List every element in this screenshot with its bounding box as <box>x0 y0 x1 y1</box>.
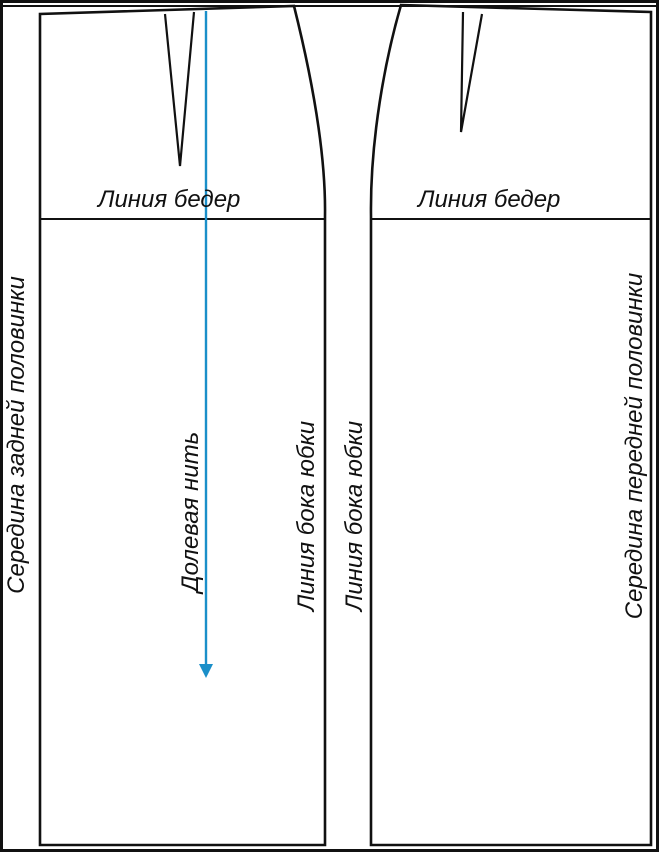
front-panel-dart <box>459 11 484 133</box>
center-back-label: Середина задней половинки <box>3 276 30 594</box>
hip-line-label-front: Линия бедер <box>416 186 560 213</box>
back-panel-outline <box>38 4 327 847</box>
center-front-label: Середина передней половинки <box>621 273 648 619</box>
side-seam-label-back: Линия бока юбки <box>293 421 320 613</box>
front-panel-outline <box>369 3 653 847</box>
side-seam-label-front: Линия бока юбки <box>341 421 368 613</box>
grain-arrow-head <box>199 664 213 678</box>
hip-line-label-back: Линия бедер <box>96 186 240 213</box>
back-panel-dart <box>163 11 196 167</box>
grain-line-label: Долевая нить <box>177 432 204 596</box>
